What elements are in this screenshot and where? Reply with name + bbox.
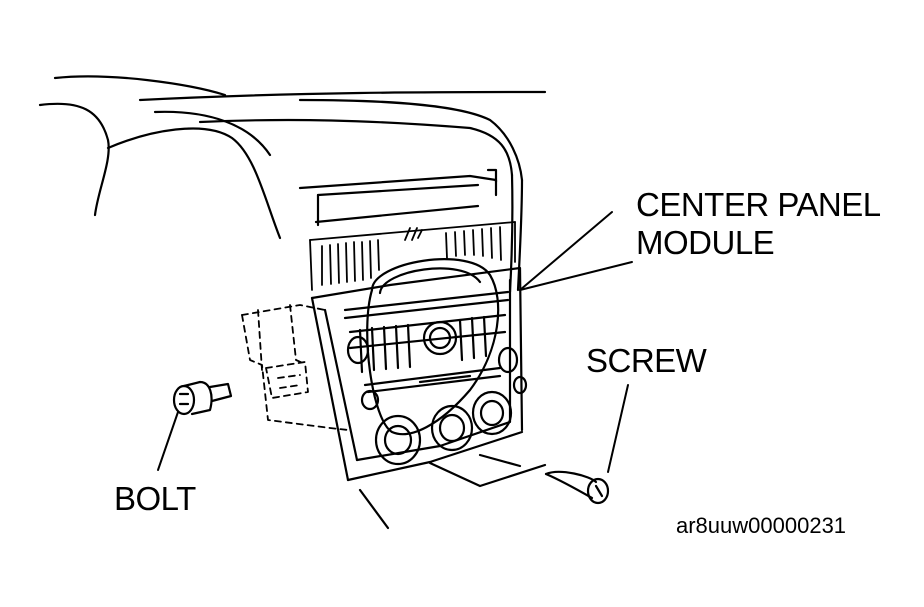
screw-illustration <box>544 470 610 505</box>
vent-louvers <box>309 221 516 291</box>
leader-lines <box>157 211 633 473</box>
center-panel-label-line1: CENTER PANEL <box>636 186 881 223</box>
dashboard-outline <box>38 75 547 294</box>
bolt-label: BOLT <box>114 480 196 517</box>
center-panel-label-line2: MODULE <box>636 224 775 261</box>
hidden-bracket <box>241 304 349 431</box>
figure-id-label: ar8uuw00000231 <box>676 513 847 538</box>
center-panel-module <box>310 258 547 530</box>
screw-label: SCREW <box>586 342 707 379</box>
upper-vent <box>298 168 498 227</box>
bolt-illustration <box>172 380 233 416</box>
